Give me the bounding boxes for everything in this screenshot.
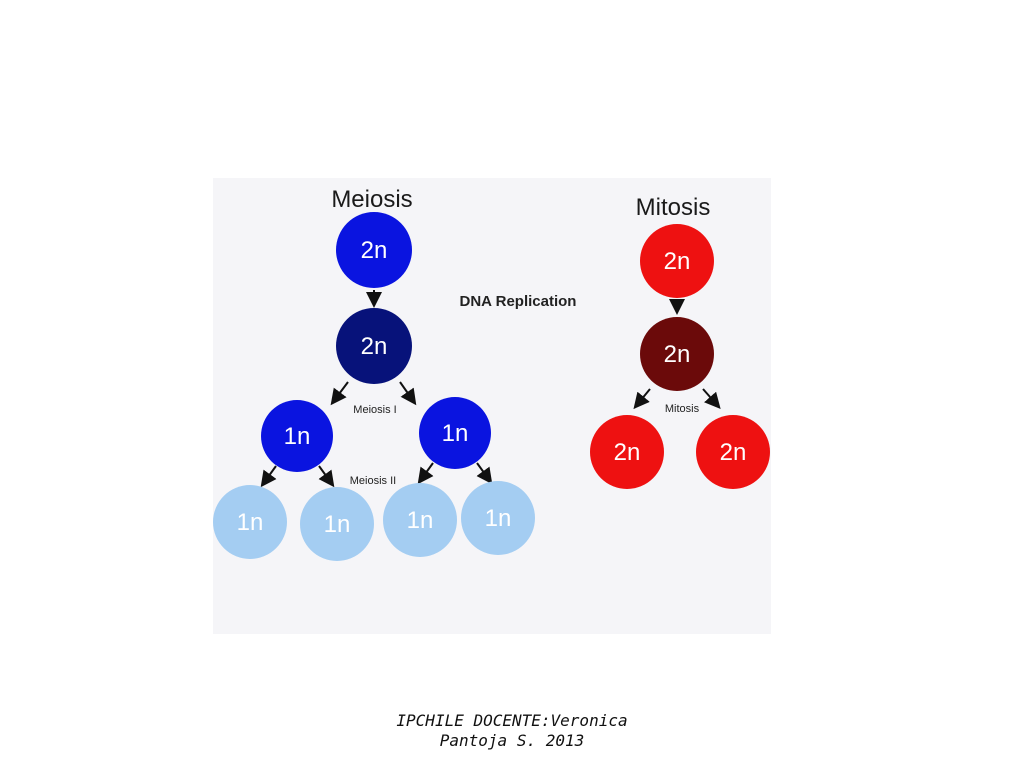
meiosis-ii-arrow-2 <box>318 465 335 488</box>
mitosis-parent-cell <box>640 224 714 298</box>
mitosis-replicated-cell <box>640 317 714 391</box>
meiosis-ii-arrow-1 <box>260 465 277 488</box>
mitosis-label: Mitosis <box>665 403 700 415</box>
footer-line-2: Pantoja S. 2013 <box>439 731 585 750</box>
meiosis-gamete-2-label: 1n <box>324 511 351 538</box>
footer-credit: IPCHILE DOCENTE:Veronica Pantoja S. 2013 <box>0 711 1024 751</box>
meiosis-first-cell-left <box>261 400 333 472</box>
meiosis-gamete-4-label: 1n <box>485 505 512 532</box>
meiosis-gamete-3-label: 1n <box>407 507 434 534</box>
meiosis-first-cell-right-label: 1n <box>442 420 469 447</box>
mitosis-daughter-cell-left-label: 2n <box>614 439 641 466</box>
mitosis-daughter-cell-right <box>696 415 770 489</box>
meiosis-first-cell-left-label: 1n <box>284 423 311 450</box>
mitosis-title: Mitosis <box>636 194 711 221</box>
meiosis-gamete-2 <box>300 487 374 561</box>
meiosis-i-arrow-left <box>330 381 349 406</box>
meiosis-first-cell-right <box>419 397 491 469</box>
dna-replication-label: DNA Replication <box>460 293 577 310</box>
meiosis-title: Meiosis <box>331 186 412 213</box>
meiosis-gamete-4 <box>461 481 535 555</box>
mitosis-parent-cell-label: 2n <box>664 248 691 275</box>
meiosis-ii-arrow-3 <box>417 462 434 485</box>
meiosis-i-arrow-right <box>399 381 417 406</box>
meiosis-gamete-1-label: 1n <box>237 509 264 536</box>
meiosis-gamete-1 <box>213 485 287 559</box>
meiosis-parent-cell-label: 2n <box>361 237 388 264</box>
meiosis-ii-label: Meiosis II <box>350 475 396 487</box>
mitosis-arrow-right <box>702 388 721 409</box>
mitosis-daughter-cell-right-label: 2n <box>720 439 747 466</box>
meiosis-replicated-cell-label: 2n <box>361 333 388 360</box>
footer-line-1: IPCHILE DOCENTE:Veronica <box>396 711 628 730</box>
mitosis-daughter-cell-left <box>590 415 664 489</box>
meiosis-parent-cell <box>336 212 412 288</box>
meiosis-ii-arrow-4 <box>476 462 493 485</box>
meiosis-i-label: Meiosis I <box>353 404 396 416</box>
mitosis-replicated-cell-label: 2n <box>664 341 691 368</box>
meiosis-gamete-3 <box>383 483 457 557</box>
meiosis-replicated-cell <box>336 308 412 384</box>
mitosis-arrow-left <box>633 388 651 410</box>
